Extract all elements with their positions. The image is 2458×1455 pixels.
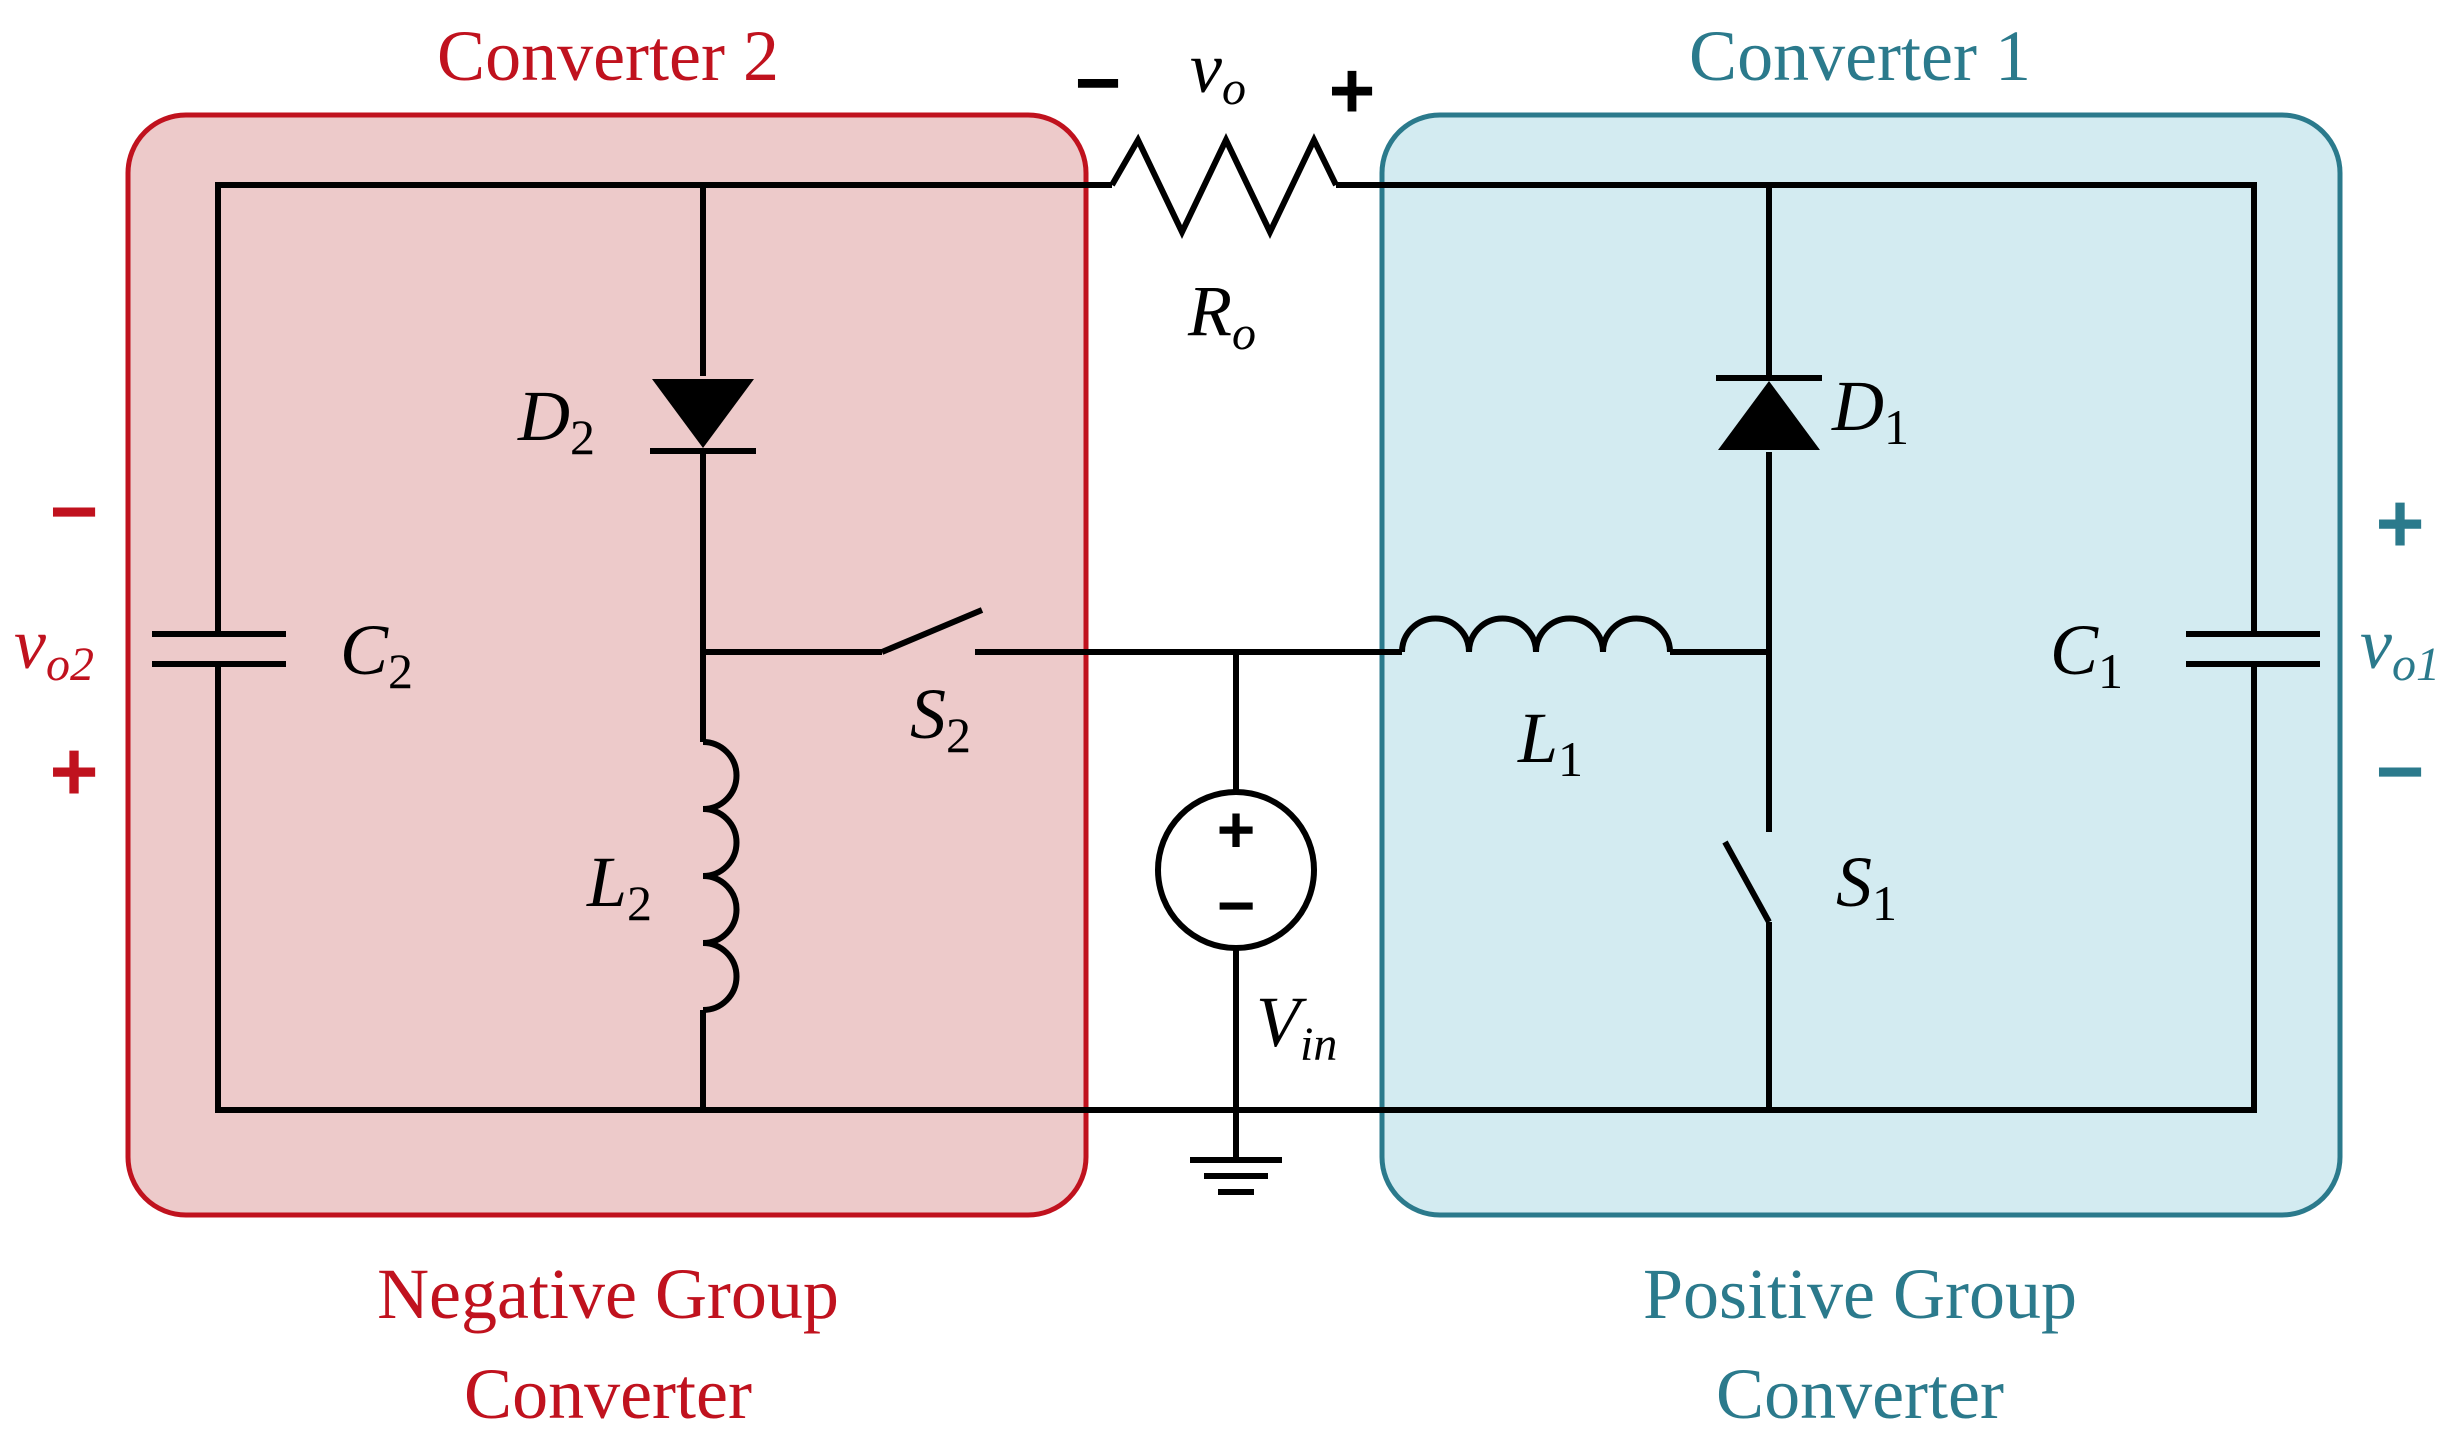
d1-label: D1 (1831, 366, 1909, 455)
resistor-ro (1109, 133, 1339, 239)
load-plus-sign: + (1329, 46, 1376, 135)
positive-group-caption-line2: Converter (1716, 1354, 2004, 1434)
vo2-label: vo2 (14, 604, 94, 691)
diode-d2 (650, 379, 756, 454)
l2-label: L2 (586, 842, 652, 931)
load-minus-sign: − (1075, 38, 1122, 127)
l1-label: L1 (1517, 698, 1583, 787)
positive-group-caption-line1: Positive Group (1643, 1254, 2077, 1334)
s1-label: S1 (1836, 842, 1897, 931)
vo1-bottom-sign: − (2375, 724, 2424, 818)
converter1-title: Converter 1 (1689, 16, 2031, 96)
negative-group-box (125, 112, 1089, 1218)
voltage-source-vin (1155, 652, 1317, 1195)
vo2-top-sign: − (49, 464, 98, 558)
converter2-title: Converter 2 (437, 16, 779, 96)
vo2-bottom-sign: + (49, 724, 98, 818)
converter2-branch (700, 185, 882, 1110)
source-plus-sign: + (1217, 792, 1256, 866)
s2-label: S2 (910, 674, 971, 763)
capacitor-c1 (2186, 600, 2320, 708)
capacitor-c2 (152, 600, 286, 708)
source-label: Vin (1256, 982, 1337, 1071)
c1-label: C1 (2050, 610, 2123, 699)
switch-s2 (880, 607, 1402, 655)
resistor-label: Ro (1187, 271, 1256, 360)
c2-label: C2 (340, 610, 413, 699)
top-wire (215, 182, 2257, 600)
inductor-l1 (1399, 615, 1673, 653)
d2-label: D2 (517, 376, 595, 465)
source-minus-sign: − (1217, 868, 1256, 942)
negative-group-caption-line1: Negative Group (377, 1254, 839, 1334)
load-voltage-label: vo (1190, 28, 1246, 115)
positive-group-box (1379, 112, 2343, 1218)
inductor-l2 (702, 739, 740, 1013)
switch-s1 (1722, 840, 1772, 924)
diode-d1 (1716, 375, 1822, 450)
vo1-label: vo1 (2360, 604, 2440, 691)
negative-group-caption-line2: Converter (464, 1354, 752, 1434)
vo1-top-sign: + (2375, 476, 2424, 570)
